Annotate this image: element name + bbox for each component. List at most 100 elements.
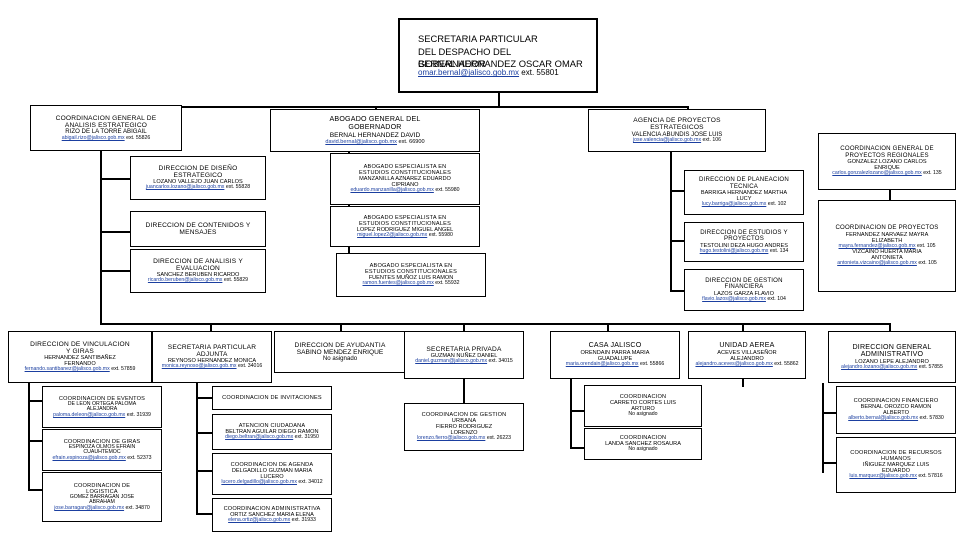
node-title: COORDINACION GENERAL DE ANALISIS ESTRATE…	[55, 114, 157, 129]
node-status: No asignado	[322, 354, 358, 362]
connector	[112, 106, 688, 108]
node-agencia-proyectos-estrategicos[interactable]: AGENCIA DE PROYECTOS ESTRATEGICOS VALENC…	[588, 109, 766, 152]
node-email[interactable]: lorenzo.fierro@jalisco.gob.mx	[416, 435, 486, 442]
node-coord-recursos-humanos[interactable]: COORDINACION DE RECURSOS HUMANOS IÑIGUEZ…	[836, 437, 956, 493]
node-direccion-diseno-estrategico[interactable]: DIRECCION DE DISEÑO ESTRATEGICO LOZANO V…	[130, 156, 266, 200]
connector	[570, 379, 572, 447]
node-title: COORDINACION DE EVENTOS	[58, 395, 146, 402]
node-title: COORDINACION DE LOGISTICA	[73, 482, 131, 495]
node-email[interactable]: lucy.barriga@jalisco.gob.mx	[701, 201, 767, 208]
node-person: REYNOSO HERNANDEZ MONICA	[167, 358, 257, 365]
node-email[interactable]: abigail.rizo@jalisco.gob.mx	[61, 134, 125, 141]
node-coord-giras[interactable]: COORDINACION DE GIRAS ESPINOZA OLMOS EFR…	[42, 429, 162, 471]
node-contact: lucy.barriga@jalisco.gob.mx ext. 102	[701, 201, 786, 208]
node-secretaria-particular-adjunta[interactable]: SECRETARIA PARTICULAR ADJUNTA REYNOSO HE…	[152, 331, 272, 383]
node-contact: lucero.delgadillo@jalisco.gob.mx ext. 34…	[221, 479, 322, 486]
node-direccion-vinculacion-giras[interactable]: DIRECCION DE VINCULACION Y GIRAS HERNAND…	[8, 331, 152, 383]
node-person: SABINO MENDEZ ENRIQUE	[296, 348, 384, 356]
node-atencion-ciudadana[interactable]: ATENCION CIUDADANA BELTRAN AGUILAR DIEGO…	[212, 414, 332, 450]
node-email[interactable]: ramon.fuentes@jalisco.gob.mx	[362, 280, 434, 287]
node-abogado-especialista-lopez[interactable]: ABOGADO ESPECIALISTA EN ESTUDIOS CONSTIT…	[330, 206, 480, 247]
node-direccion-planeacion-tecnica[interactable]: DIRECCION DE PLANEACION TECNICA BARRIGA …	[684, 170, 804, 215]
node-email[interactable]: maria.orendain@jalisco.gob.mx	[565, 361, 639, 368]
node-person: IÑIGUEZ MARQUEZ LUIS EDUARDO	[862, 462, 930, 475]
node-coord-logistica[interactable]: COORDINACION DE LOGISTICA GOMEZ BARRAGAN…	[42, 472, 162, 522]
node-coord-eventos[interactable]: COORDINACION DE EVENTOS DE LEON ORTEGA P…	[42, 386, 162, 428]
node-email[interactable]: david.bernal@jalisco.gob.mx	[325, 138, 397, 145]
node-coord-gestion-urbana[interactable]: COORDINACION DE GESTION URBANA FIERRO RO…	[404, 403, 524, 451]
node-email[interactable]: jose.barragan@jalisco.gob.mx	[54, 504, 125, 511]
node-ext: ext. 31939	[126, 411, 151, 418]
node-person: GUZMAN NUÑEZ DANIEL	[430, 352, 498, 359]
connector	[100, 151, 102, 287]
node-email[interactable]: alejandro.aceves@jalisco.gob.mx	[695, 361, 773, 368]
node-coord-carreto[interactable]: COORDINACION CARRETO CORTES LUIS ARTURO …	[584, 385, 702, 427]
node-contact: alberto.bernal@jalisco.gob.mx ext. 57830	[848, 415, 944, 422]
node-coord-landa[interactable]: COORDINACION LANDA SANCHEZ ROSAURA No as…	[584, 428, 702, 460]
node-direccion-gestion-financiera[interactable]: DIRECCION DE GESTION FINANCIERA LAZOS GA…	[684, 269, 804, 311]
node-email[interactable]: daniel.guzman@jalisco.gob.mx	[415, 357, 488, 364]
node-coord-agenda[interactable]: COORDINACION DE AGENDA DELGADILLO GUZMAN…	[212, 453, 332, 495]
node-ext: ext. 34870	[125, 504, 150, 511]
node-abogado-especialista-manzanilla[interactable]: ABOGADO ESPECIALISTA EN ESTUDIOS CONSTIT…	[330, 153, 480, 205]
node-email[interactable]: flavio.lazos@jalisco.gob.mx	[702, 295, 766, 302]
node-email-2[interactable]: antonieta.vizcaino@jalisco.gob.mx	[837, 260, 917, 267]
node-email[interactable]: elena.ortiz@jalisco.gob.mx	[228, 517, 291, 524]
node-title: DIRECCION DE AYUDANTIA	[294, 341, 386, 349]
node-email[interactable]: diego.beltran@jalisco.gob.mx	[225, 434, 294, 441]
connector	[889, 190, 891, 202]
node-contact: luis.marquez@jalisco.gob.mx ext. 57816	[849, 473, 942, 480]
node-coord-proyectos[interactable]: COORDINACION DE PROYECTOS FERNANDEZ NARV…	[818, 200, 956, 292]
connector	[670, 152, 672, 292]
node-person: LANDA SANCHEZ ROSAURA	[605, 441, 681, 448]
node-contact: monica.reynoso@jalisco.gob.mx ext. 34016	[162, 364, 262, 370]
node-email[interactable]: luis.marquez@jalisco.gob.mx	[849, 473, 917, 480]
node-root-secretaria-particular[interactable]: SECRETARIA PARTICULAR DEL DESPACHO DEL G…	[398, 18, 598, 93]
root-email[interactable]: omar.bernal@jalisco.gob.mx	[418, 68, 520, 78]
node-direccion-contenidos-mensajes[interactable]: DIRECCION DE CONTENIDOS Y MENSAJES	[130, 211, 266, 247]
node-email[interactable]: ricardo.beruben@jalisco.gob.mx	[147, 277, 223, 284]
node-person: TESTOLINI DEZA HUGO ANDRES	[700, 242, 788, 249]
node-email[interactable]: hugo.testolini@jalisco.gob.mx	[699, 247, 769, 254]
node-abogado-especialista-fuentes[interactable]: ABOGADO ESPECIALISTA EN ESTUDIOS CONSTIT…	[336, 253, 486, 297]
node-email[interactable]: carlos.gonzalezlozano@jalisco.gob.mx	[832, 170, 922, 177]
node-title: DIRECCION DE CONTENIDOS Y MENSAJES	[145, 221, 251, 236]
node-email[interactable]: eduardo.manzanilla@jalisco.gob.mx	[350, 187, 434, 194]
node-email[interactable]: lucero.delgadillo@jalisco.gob.mx	[221, 479, 297, 486]
node-email[interactable]: alberto.bernal@jalisco.gob.mx	[848, 415, 919, 422]
connector	[375, 106, 377, 109]
node-direccion-estudios-proyectos[interactable]: DIRECCION DE ESTUDIOS Y PROYECTOS TESTOL…	[684, 222, 804, 262]
node-email[interactable]: monica.reynoso@jalisco.gob.mx	[161, 363, 237, 370]
node-person: VALENCIA ABUNDIS JOSE LUIS	[631, 130, 723, 138]
node-unidad-aerea[interactable]: UNIDAD AEREA ACEVES VILLASEÑOR ALEJANDRO…	[688, 331, 806, 379]
node-email[interactable]: efrain.espinoza@jalisco.gob.mx	[52, 454, 126, 461]
node-email[interactable]: fernando.santibanez@jalisco.gob.mx	[24, 366, 110, 373]
node-coord-invitaciones[interactable]: COORDINACION DE INVITACIONES	[212, 386, 332, 410]
node-direccion-analisis-evaluacion[interactable]: DIRECCION DE ANALISIS Y EVALUACION SANCH…	[130, 249, 266, 293]
root-title-line3-overlap: GOBERNADOR BERNAL HERNANDEZ OSCAR OMAR	[418, 58, 596, 69]
node-coord-administrativa[interactable]: COORDINACION ADMINISTRATIVA ORTIZ SANCHE…	[212, 498, 332, 532]
node-secretaria-privada[interactable]: SECRETARIA PRIVADA GUZMAN NUÑEZ DANIEL d…	[404, 331, 524, 379]
node-casa-jalisco[interactable]: CASA JALISCO ORENDAIN PARRA MARIA GUADAL…	[550, 331, 680, 379]
node-email[interactable]: paloma.deleon@jalisco.gob.mx	[53, 411, 126, 418]
connector	[28, 400, 42, 402]
node-title: COORDINACION GENERAL DE PROYECTOS REGION…	[840, 145, 934, 159]
node-title: DIRECCION DE PLANEACION TECNICA	[699, 176, 789, 190]
node-contact: eduardo.manzanilla@jalisco.gob.mx ext. 5…	[350, 187, 459, 194]
node-email[interactable]: miguel.lopez2@jalisco.gob.mx	[357, 231, 428, 238]
node-coord-proyectos-regionales[interactable]: COORDINACION GENERAL DE PROYECTOS REGION…	[818, 133, 956, 190]
node-direccion-general-administrativo[interactable]: DIRECCION GENERAL ADMINISTRATIVO LOZANO …	[828, 331, 956, 383]
node-contact: carlos.gonzalezlozano@jalisco.gob.mx ext…	[832, 170, 941, 177]
node-abogado-general-gobernador[interactable]: ABOGADO GENERAL DEL GOBERNADOR BERNAL HE…	[270, 109, 480, 152]
node-contact: mayra.fernandez@jalisco.gob.mx ext. 105	[838, 242, 936, 250]
node-direccion-ayudantia[interactable]: DIRECCION DE AYUDANTIA SABINO MENDEZ ENR…	[274, 331, 406, 373]
node-email[interactable]: jose.valencia@jalisco.gob.mx	[632, 137, 702, 144]
node-title: ABOGADO ESPECIALISTA EN ESTUDIOS CONSTIT…	[358, 214, 452, 227]
root-title-line2: DEL DESPACHO DEL	[418, 45, 512, 57]
node-email[interactable]: mayra.fernandez@jalisco.gob.mx	[838, 242, 916, 249]
node-coord-analisis-estrategico[interactable]: COORDINACION GENERAL DE ANALISIS ESTRATE…	[30, 105, 182, 151]
node-email[interactable]: alejandro.lozano@jalisco.gob.mx	[841, 363, 918, 370]
node-coord-financiero[interactable]: COORDINACION FINANCIERO BERNAL OROZCO RA…	[836, 386, 956, 434]
node-email[interactable]: juancarlos.lozano@jalisco.gob.mx	[145, 184, 225, 191]
